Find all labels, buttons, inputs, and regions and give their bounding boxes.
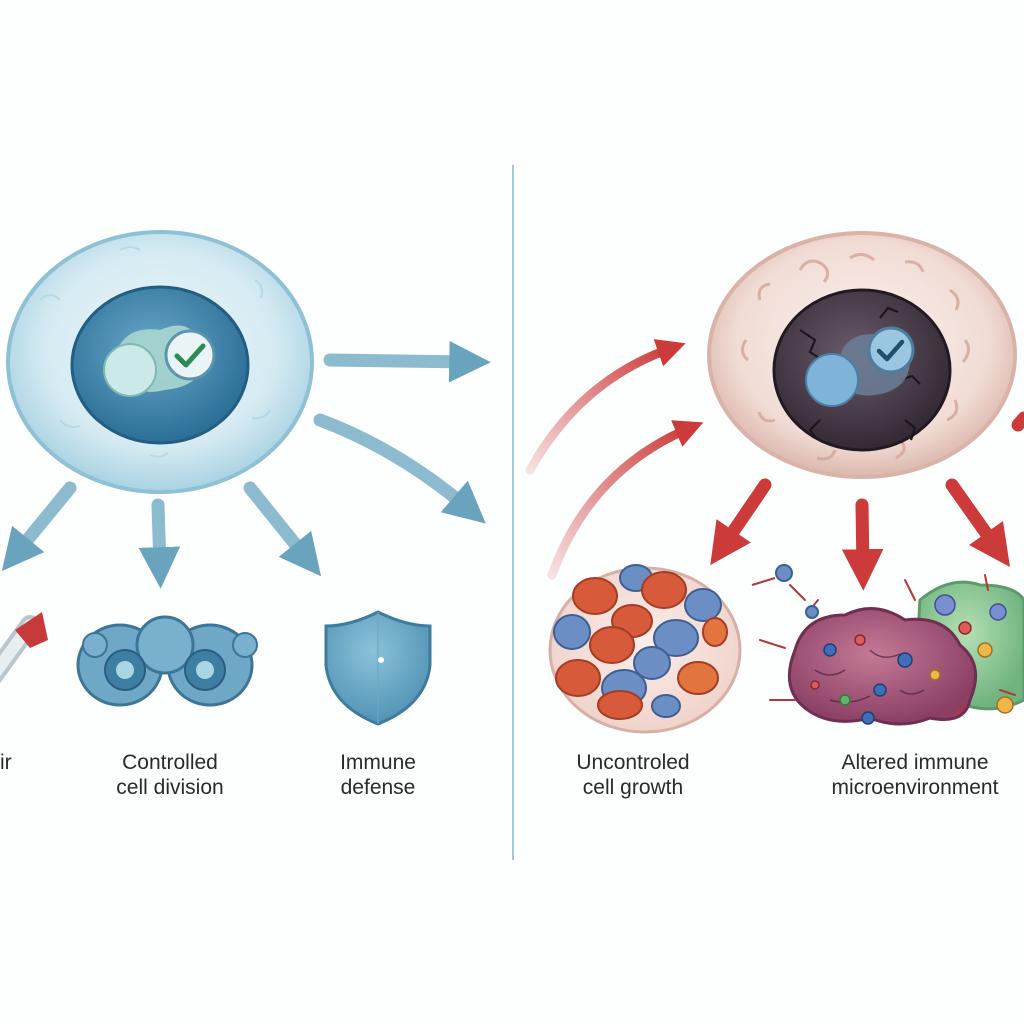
cancer-check-icon xyxy=(867,326,915,374)
dividing-cells-icon xyxy=(76,615,258,707)
repair-label: ir xyxy=(0,751,12,774)
uncontrolled-growth-label: Uncontroled cell growth xyxy=(576,751,690,799)
healthy-cell xyxy=(6,230,314,494)
immune-microenvironment-icon xyxy=(751,564,1024,726)
controlled-division-label: Controlled cell division xyxy=(116,751,224,799)
shield-icon xyxy=(324,610,432,726)
normal-check-icon xyxy=(164,329,216,381)
tumor-mass-icon xyxy=(548,564,742,734)
cancer-cell xyxy=(707,231,1017,479)
dna-repair-icon xyxy=(0,612,48,684)
cancer-arrows xyxy=(525,339,1024,591)
altered-immune-label: Altered immune microenvironment xyxy=(831,751,999,799)
immune-defense-label: Immune defense xyxy=(340,751,416,799)
healthy-arrows xyxy=(1,340,491,589)
